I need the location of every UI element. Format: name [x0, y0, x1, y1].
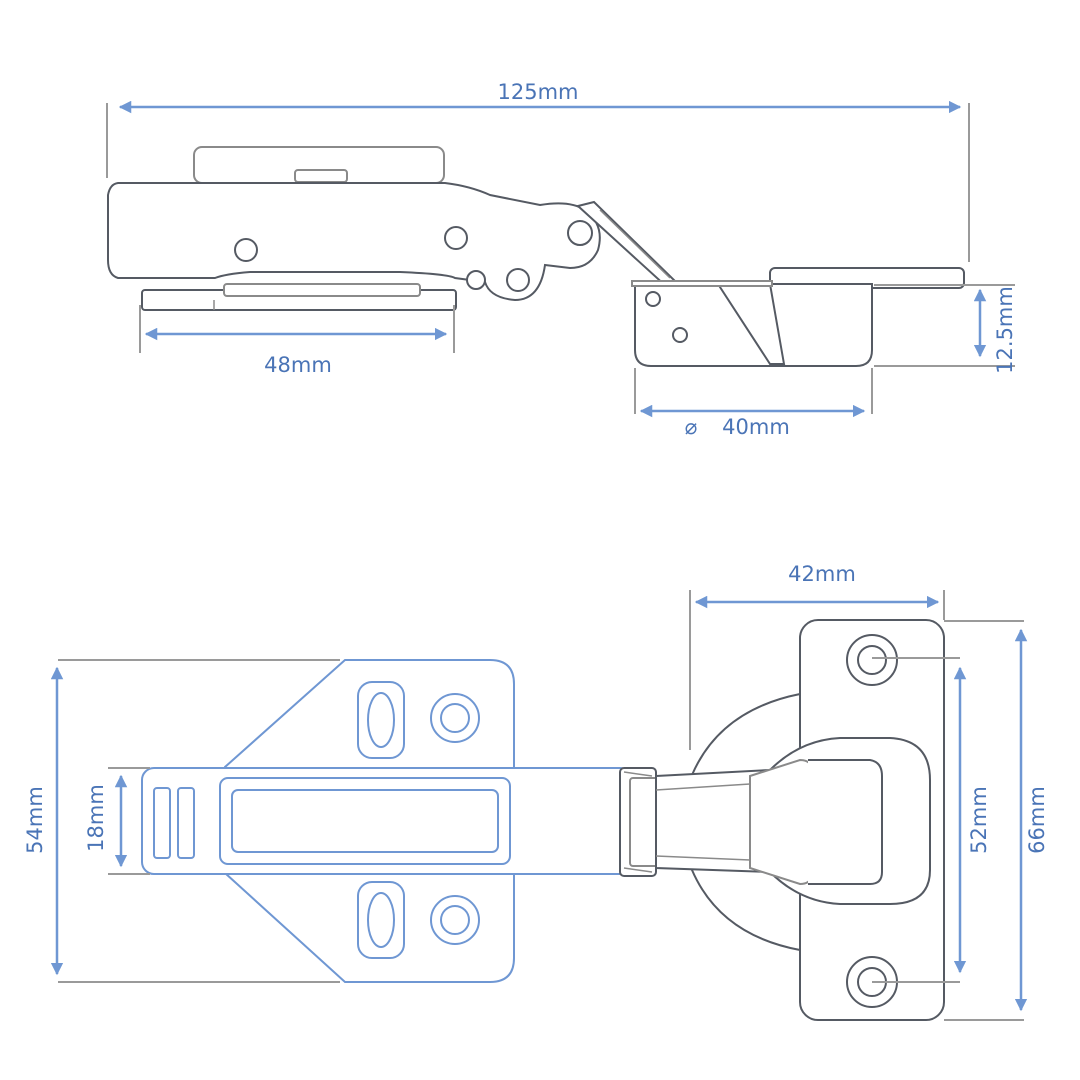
dimension-overall-length: 125mm [106, 80, 970, 262]
diameter-symbol: ⌀ [685, 415, 698, 439]
dimension-arm-plate-height: 54mm [23, 659, 340, 983]
dimension-arm-width: 18mm [84, 767, 150, 875]
overall-length-label: 125mm [498, 80, 579, 104]
arm-width-label: 18mm [84, 784, 108, 852]
dimension-cup-plate-width: 42mm [689, 562, 945, 750]
dimension-cup-depth: 12.5mm [874, 284, 1017, 374]
cup-diameter-label: 40mm [722, 415, 790, 439]
dimension-mounting-plate: 48mm [139, 305, 455, 377]
hinge-side-view [107, 146, 965, 367]
dimension-cup-plate-height: 66mm [944, 620, 1049, 1021]
arm-plate-height-label: 54mm [23, 786, 47, 854]
cup-plate-width-label: 42mm [788, 562, 856, 586]
dimension-cup-diameter: ⌀ 40mm [634, 368, 873, 439]
dimension-screw-spacing: 52mm [872, 657, 991, 983]
mounting-plate-label: 48mm [264, 353, 332, 377]
cup-depth-label: 12.5mm [993, 286, 1017, 374]
hinge-top-view [141, 619, 945, 1021]
cup-plate-height-label: 66mm [1025, 786, 1049, 854]
screw-spacing-label: 52mm [967, 786, 991, 854]
